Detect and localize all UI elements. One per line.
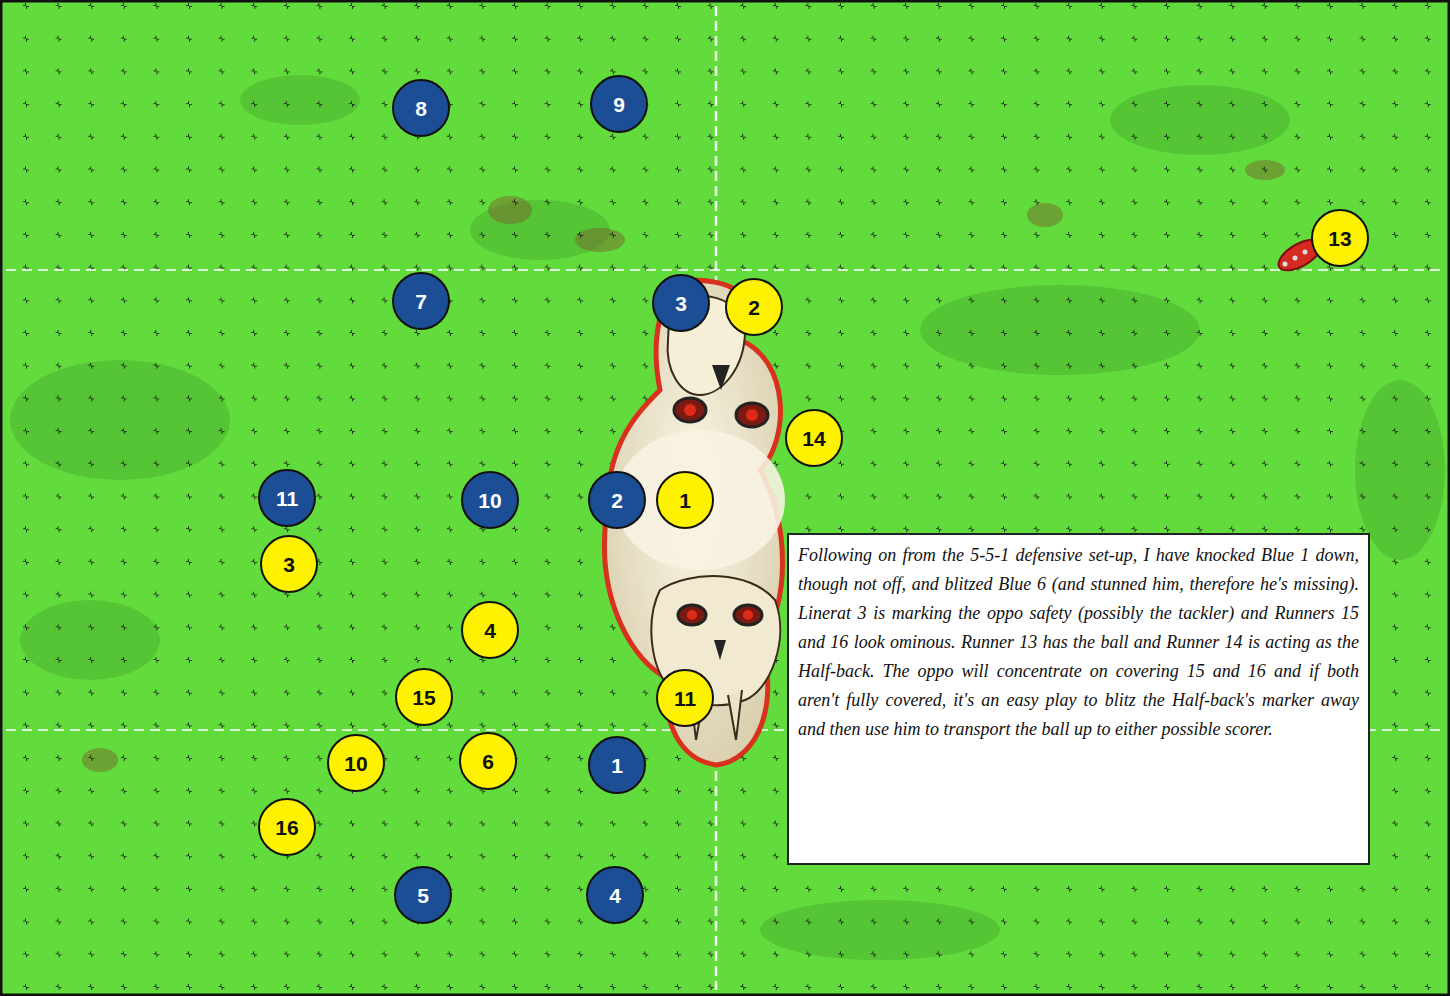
blue-player-token: 4	[586, 866, 644, 924]
yellow-player-token: 3	[260, 535, 318, 593]
player-number: 16	[275, 817, 298, 838]
player-number: 1	[611, 755, 623, 776]
player-number: 13	[1328, 228, 1351, 249]
yellow-player-token: 4	[461, 601, 519, 659]
player-number: 4	[609, 885, 621, 906]
player-number: 10	[478, 490, 501, 511]
blue-player-token: 2	[588, 471, 646, 529]
blue-player-token: 3	[652, 274, 710, 332]
player-number: 3	[675, 293, 687, 314]
player-number: 10	[344, 753, 367, 774]
player-number: 4	[484, 620, 496, 641]
yellow-player-token: 10	[327, 734, 385, 792]
player-number: 14	[802, 428, 825, 449]
blue-player-token: 9	[590, 75, 648, 133]
yellow-player-token: 15	[395, 668, 453, 726]
blue-player-token: 5	[394, 866, 452, 924]
blue-player-token: 1	[588, 736, 646, 794]
player-number: 1	[679, 490, 691, 511]
yellow-player-token: 11	[656, 669, 714, 727]
player-number: 2	[611, 490, 623, 511]
player-number: 6	[482, 751, 494, 772]
player-number: 11	[276, 488, 298, 509]
yellow-player-token: 16	[258, 798, 316, 856]
blue-player-token: 10	[461, 471, 519, 529]
yellow-player-token: 13	[1311, 209, 1369, 267]
yellow-player-token: 14	[785, 409, 843, 467]
blue-player-token: 11	[258, 469, 316, 527]
player-number: 9	[613, 94, 625, 115]
player-number: 3	[283, 554, 295, 575]
note-box: Following on from the 5-5-1 defensive se…	[787, 533, 1370, 865]
player-number: 11	[674, 688, 696, 709]
player-number: 8	[415, 98, 427, 119]
yellow-player-token: 6	[459, 732, 517, 790]
note-text: Following on from the 5-5-1 defensive se…	[798, 541, 1359, 744]
player-number: 2	[748, 297, 760, 318]
yellow-player-token: 1	[656, 471, 714, 529]
player-number: 15	[412, 687, 435, 708]
yellow-player-token: 2	[725, 278, 783, 336]
blue-player-token: 7	[392, 272, 450, 330]
blue-player-token: 8	[392, 79, 450, 137]
player-number: 5	[417, 885, 429, 906]
player-number: 7	[415, 291, 427, 312]
